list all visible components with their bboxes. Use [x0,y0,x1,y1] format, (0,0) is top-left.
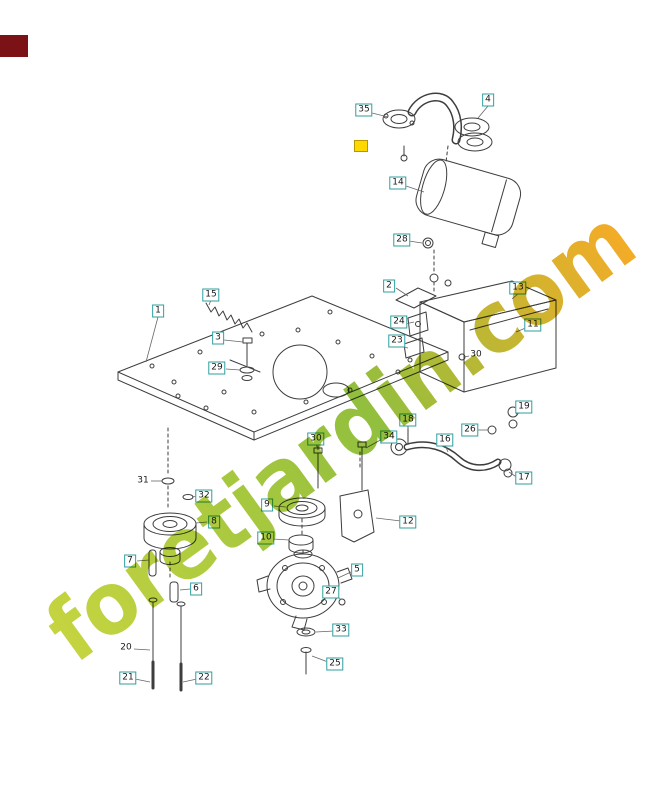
part-callout-17[interactable]: 17 [515,471,533,485]
exhaust-gasket [454,117,490,137]
part-callout-26[interactable]: 26 [461,423,479,437]
part-callout-35[interactable]: 35 [355,103,373,117]
bracket-24 [407,311,429,337]
part-callout-10[interactable]: 10 [257,531,275,545]
part-callout-24[interactable]: 24 [390,315,408,329]
spring [205,302,253,333]
part-callout-34[interactable]: 34 [380,430,398,444]
part-callout-15[interactable]: 15 [202,288,220,302]
part-callout-27[interactable]: 27 [322,585,340,599]
part-callout-3[interactable]: 3 [212,331,224,345]
part-callout-12[interactable]: 12 [399,515,417,529]
part-callout-23[interactable]: 23 [388,334,406,348]
washer-33 [296,627,316,637]
part-callout-33[interactable]: 33 [332,623,350,637]
part-callout-6[interactable]: 6 [190,582,202,596]
part-callout-28[interactable]: 28 [393,233,411,247]
muffler [415,158,522,248]
part-callout-5[interactable]: 5 [351,563,363,577]
part-callout-31: 31 [137,475,149,486]
part-callout-22[interactable]: 22 [195,671,213,685]
part-callout-9[interactable]: 9 [261,498,273,512]
part-callout-32[interactable]: 32 [195,489,213,503]
part-callout-29[interactable]: 29 [208,361,226,375]
part-callout-16[interactable]: 16 [436,433,454,447]
part-callout-30[interactable]: 30 [307,432,325,446]
heat-shield-plate [395,287,437,309]
part-callout-21[interactable]: 21 [119,671,137,685]
part-callout-19[interactable]: 19 [515,400,533,414]
spacer-7 [148,549,157,577]
part-callout-8[interactable]: 8 [208,515,220,529]
highlighted-part-marker[interactable] [354,140,368,152]
spacer-6 [169,581,179,603]
frame-plate-holes [149,309,413,415]
part-callout-14[interactable]: 14 [389,176,407,190]
part-callout-4[interactable]: 4 [482,93,494,107]
part-callout-7[interactable]: 7 [124,554,136,568]
part-callout-25[interactable]: 25 [326,657,344,671]
muffler-nut [422,237,434,249]
hose-clamp [498,458,512,472]
part-callout-2[interactable]: 2 [383,279,395,293]
support-bracket [339,489,375,543]
part-callout-1[interactable]: 1 [152,304,164,318]
part-callout-13[interactable]: 13 [509,281,527,295]
flange-screw [400,154,408,162]
part-callout-20: 20 [120,642,132,653]
clutch-screw-27 [338,598,346,606]
part-callout-18[interactable]: 18 [399,413,417,427]
exhaust-flange [382,109,416,129]
site-banner-fragment [0,35,28,57]
part-callout-30: 30 [470,349,482,360]
part-callout-11[interactable]: 11 [524,318,542,332]
bracket-23 [403,337,425,359]
